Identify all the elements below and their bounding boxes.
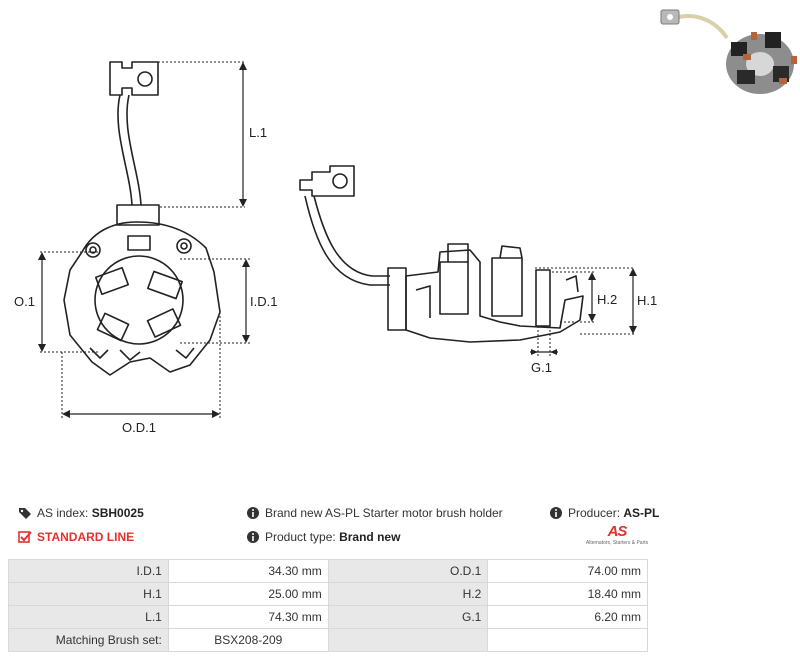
producer-label: Producer:	[568, 506, 621, 520]
spec-label: H.1	[8, 582, 169, 606]
product-line: STANDARD LINE	[37, 530, 135, 544]
line-row: STANDARD LINE	[18, 530, 134, 544]
product-description: Brand new AS-PL Starter motor brush hold…	[265, 506, 503, 520]
as-index-value: SBH0025	[91, 506, 144, 520]
spec-value	[487, 628, 648, 652]
producer-row: Producer: AS-PL	[549, 506, 659, 520]
spec-value: BSX208-209	[167, 628, 329, 652]
spec-label: Matching Brush set:	[8, 628, 169, 652]
left-terminal	[109, 61, 160, 226]
info-icon	[247, 507, 259, 519]
spec-value: 74.00 mm	[487, 559, 648, 583]
brand-logo-mark: AS	[607, 523, 628, 540]
dim-label-id1: I.D.1	[250, 294, 277, 309]
technical-drawing: L.1 O.1 I.D.1 O.D.1 H.2 H.1 G.1	[14, 61, 657, 435]
as-index-label: AS index:	[37, 506, 89, 520]
specs-table: I.D.1 34.30 mm O.D.1 74.00 mm H.1 25.00 …	[8, 559, 648, 652]
table-row: L.1 74.30 mm G.1 6.20 mm	[8, 605, 648, 629]
table-row: I.D.1 34.30 mm O.D.1 74.00 mm	[8, 559, 648, 583]
as-index-row: AS index: SBH0025	[18, 506, 144, 520]
table-row: H.1 25.00 mm H.2 18.40 mm	[8, 582, 648, 606]
spec-value: 25.00 mm	[167, 582, 329, 606]
spec-label: H.2	[327, 582, 489, 606]
dim-label-h2: H.2	[597, 292, 617, 307]
spec-label: O.D.1	[327, 559, 489, 583]
product-type-row: Product type: Brand new	[246, 530, 400, 544]
right-brush-holder-profile	[387, 243, 584, 343]
dim-label-l1: L.1	[249, 125, 267, 140]
spec-value: 18.40 mm	[487, 582, 648, 606]
spec-value: 6.20 mm	[487, 605, 648, 629]
info-icon	[247, 531, 259, 543]
dim-label-o1: O.1	[14, 294, 35, 309]
brand-logo: AS Alternators, Starters & Parts	[582, 524, 652, 554]
spec-value: 74.30 mm	[167, 605, 329, 629]
spec-label: I.D.1	[8, 559, 169, 583]
spec-value: 34.30 mm	[167, 559, 329, 583]
producer-value: AS-PL	[623, 506, 660, 520]
right-terminal	[299, 165, 390, 286]
product-type-value: Brand new	[339, 530, 401, 544]
product-photo	[660, 9, 797, 94]
description-row: Brand new AS-PL Starter motor brush hold…	[246, 506, 503, 520]
tag-icon	[19, 508, 31, 519]
dim-label-od1: O.D.1	[122, 420, 156, 435]
dim-label-h1: H.1	[637, 293, 657, 308]
brand-logo-tagline: Alternators, Starters & Parts	[585, 540, 649, 546]
table-row: Matching Brush set: BSX208-209	[8, 628, 648, 652]
product-type-label: Product type:	[265, 530, 336, 544]
spec-label: L.1	[8, 605, 169, 629]
spec-label	[327, 628, 489, 652]
checkbox-check-icon	[18, 531, 32, 543]
info-icon	[550, 507, 562, 519]
spec-label: G.1	[327, 605, 489, 629]
left-brush-plate	[63, 221, 221, 376]
dim-label-g1: G.1	[531, 360, 552, 375]
